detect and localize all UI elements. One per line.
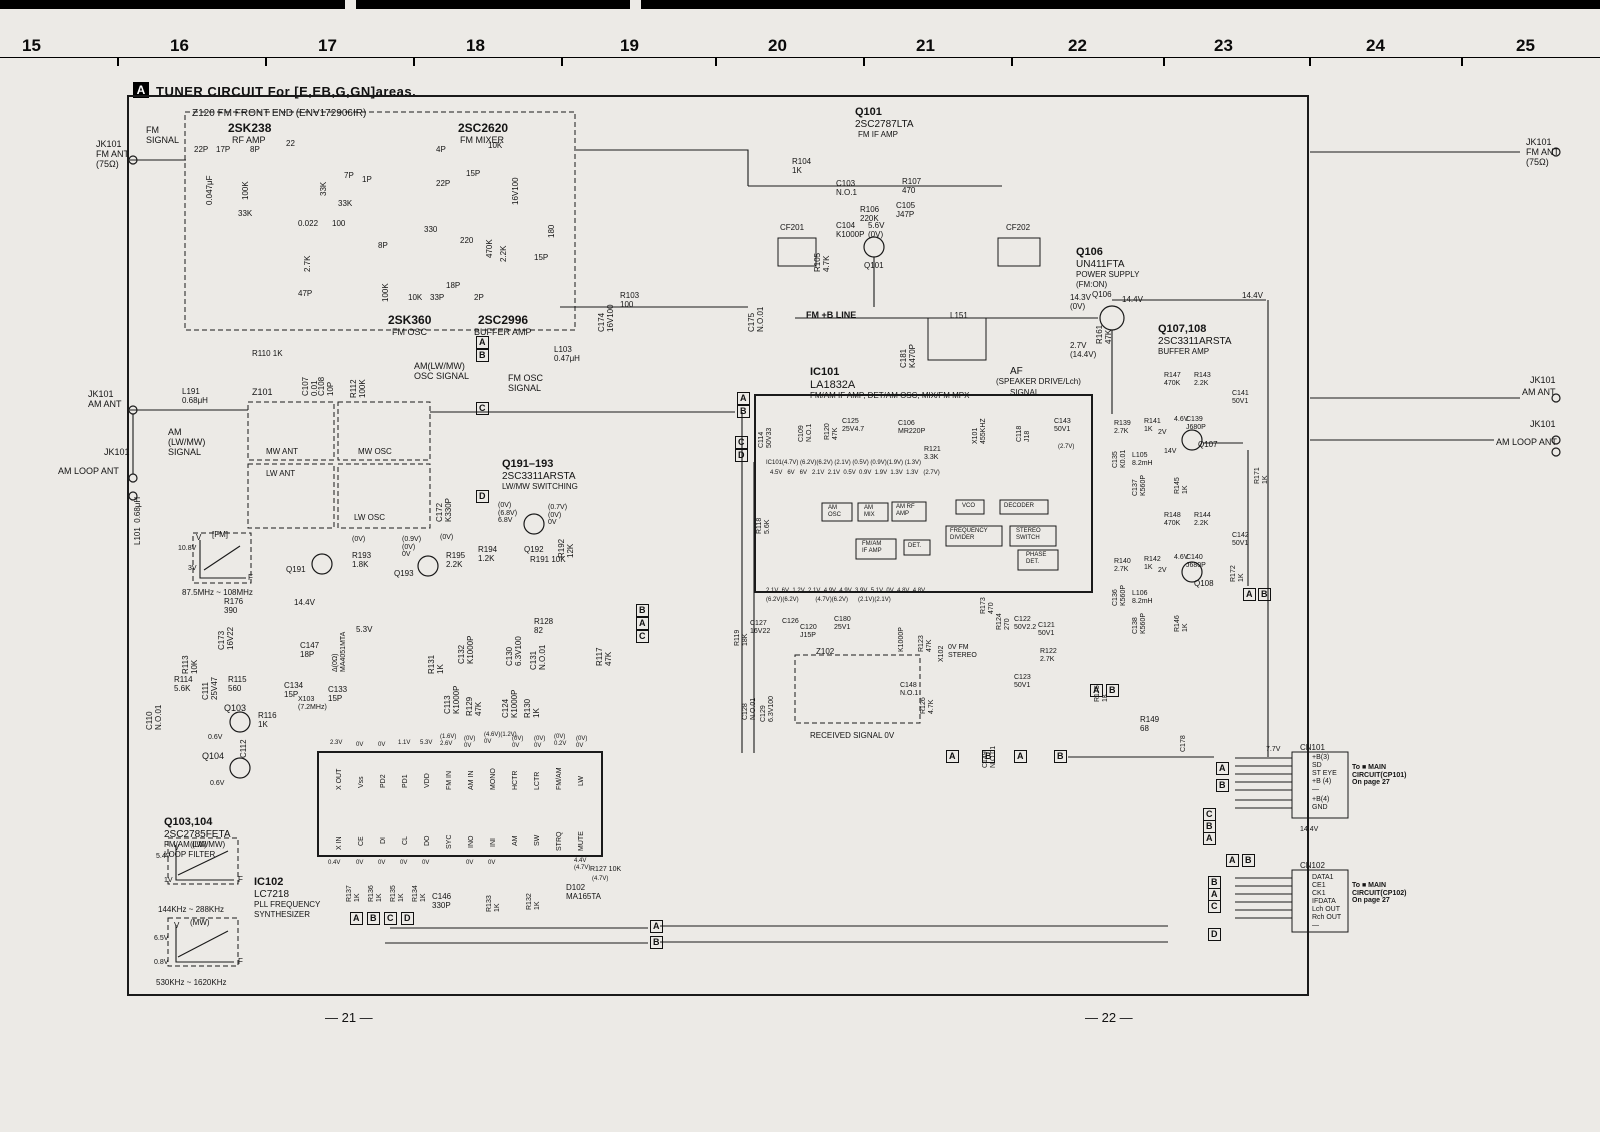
fm-ant-jack-right	[1551, 147, 1561, 157]
ruler-number-20: 20	[768, 36, 787, 55]
ruler-number-19: 19	[620, 36, 639, 55]
ruler-number-24: 24	[1366, 36, 1385, 55]
ruler-tick	[1163, 57, 1165, 66]
ic101-box	[754, 394, 1093, 593]
cf201-filter-box	[777, 237, 817, 267]
ic102-box	[317, 751, 603, 857]
wire	[203, 545, 241, 571]
q192-transistor	[523, 513, 545, 535]
grid-ruler: 15 16 17 18 19 20 21 22 23 24 25	[0, 36, 1600, 68]
q107-transistor	[1181, 429, 1203, 451]
am-ant-jack-right	[1551, 393, 1561, 403]
mw-ant-box	[247, 401, 335, 461]
ruler-number-21: 21	[916, 36, 935, 55]
decoder-block	[999, 499, 1049, 515]
phase-det-block	[1017, 549, 1059, 571]
lw-tuning-graph-box	[167, 837, 239, 885]
am-loop-ant-jack	[128, 491, 138, 501]
lw-osc-box	[337, 463, 431, 529]
ruler-number-23: 23	[1214, 36, 1233, 55]
mw-tuning-graph-box	[167, 917, 239, 967]
ruler-number-16: 16	[170, 36, 189, 55]
mw-osc-box	[337, 401, 431, 461]
frequency-divider-block	[945, 525, 1003, 547]
q106-transistor	[1099, 305, 1125, 331]
am-osc-block	[821, 502, 853, 522]
ruler-tick	[863, 57, 865, 66]
q104-transistor	[229, 757, 251, 779]
fm-front-end-box	[184, 111, 576, 331]
wire	[177, 930, 229, 958]
page-number-right: — 22 —	[1085, 1010, 1133, 1025]
stereo-switch-block	[1009, 525, 1057, 547]
ruler-line	[0, 57, 1600, 58]
ruler-number-17: 17	[318, 36, 337, 55]
q108-transistor	[1181, 561, 1203, 583]
am-mix-block	[857, 502, 889, 522]
q101-transistor	[863, 236, 885, 258]
am-loop-ant-jack	[128, 473, 138, 483]
q103-transistor	[229, 711, 251, 733]
vco-block	[955, 499, 985, 515]
z102-box	[794, 654, 921, 724]
schematic-border	[127, 95, 1309, 996]
section-marker: A	[133, 82, 149, 98]
wire	[199, 540, 246, 579]
ruler-number-15: 15	[22, 36, 41, 55]
top-bar-segment	[356, 0, 630, 9]
det-block	[903, 539, 931, 556]
cn102-box	[1291, 869, 1349, 933]
wire	[175, 925, 234, 963]
am-loop-ant-jack-right	[1551, 435, 1561, 445]
wire	[576, 149, 749, 186]
ruler-tick	[715, 57, 717, 66]
top-bar-segment	[641, 0, 1600, 9]
am-loop-ant-jack-right	[1551, 447, 1561, 457]
ruler-tick	[1011, 57, 1013, 66]
fm-tuning-graph-box	[192, 532, 252, 584]
ruler-tick	[561, 57, 563, 66]
wire	[177, 850, 229, 876]
ruler-number-18: 18	[466, 36, 485, 55]
fm-am-if-amp-block	[855, 538, 897, 560]
cn101-box	[1291, 751, 1349, 819]
ruler-number-22: 22	[1068, 36, 1087, 55]
top-bar-segment	[0, 0, 345, 9]
q191-transistor	[311, 553, 333, 575]
ruler-tick	[265, 57, 267, 66]
ruler-number-25: 25	[1516, 36, 1535, 55]
l151-box	[927, 317, 987, 361]
ruler-tick	[1309, 57, 1311, 66]
am-rf-amp-block	[891, 501, 927, 522]
wire	[175, 845, 234, 881]
q193-transistor	[417, 555, 439, 577]
ruler-tick	[117, 57, 119, 66]
lw-ant-box	[247, 463, 335, 529]
ruler-tick	[1461, 57, 1463, 66]
page-number-left: — 21 —	[325, 1010, 373, 1025]
ruler-tick	[413, 57, 415, 66]
cf202-filter-box	[997, 237, 1041, 267]
